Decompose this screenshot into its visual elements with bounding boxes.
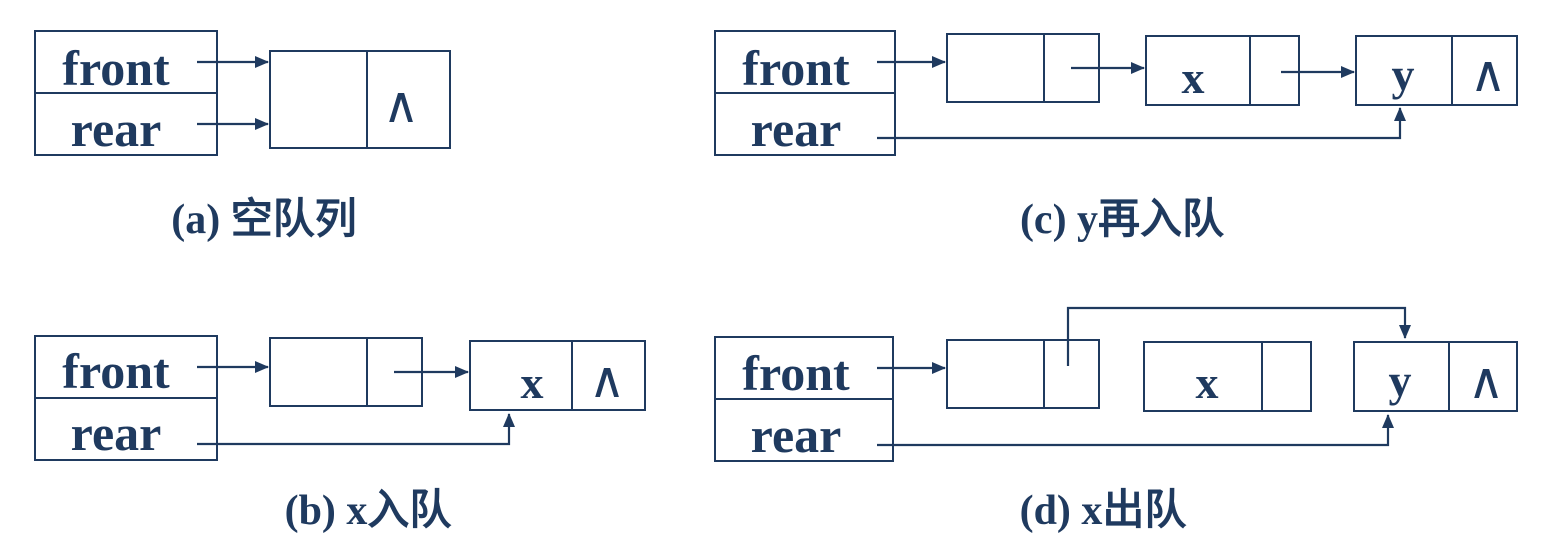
rear-cell <box>714 398 894 462</box>
panel-a: front rear ∧ (a) 空队列 <box>34 30 451 243</box>
pointer-block-b: front rear <box>34 335 218 461</box>
node-y-c: y ∧ <box>1355 35 1518 106</box>
caption-d: (d) x出队 <box>1020 487 1188 534</box>
panel-c: front rear x y ∧ (c) y再入队 <box>714 30 1518 243</box>
rear-cell <box>714 92 896 156</box>
node-next-cell <box>1451 35 1518 106</box>
head-node-a: ∧ <box>269 50 451 149</box>
node-next-cell <box>1249 35 1300 106</box>
front-cell <box>34 30 218 94</box>
rear-cell <box>34 397 218 461</box>
node-value: y <box>1389 355 1412 406</box>
node-data-cell <box>946 339 1045 409</box>
panel-b: front rear x ∧ (b) x入队 <box>34 335 646 534</box>
node-value: x <box>1182 52 1205 103</box>
caption-a: (a) 空队列 <box>171 196 356 243</box>
next-arrow-bypass <box>1066 306 1411 366</box>
caption-c: (c) y再入队 <box>1020 196 1225 243</box>
front-cell <box>714 30 896 94</box>
pointer-block-d: front rear <box>714 336 894 463</box>
node-next-cell <box>1043 339 1100 409</box>
caption-b: (b) x入队 <box>285 487 453 534</box>
pointer-block-a: front rear <box>34 30 218 157</box>
null-pointer-symbol: ∧ <box>1468 352 1505 410</box>
node-value: y <box>1392 49 1415 100</box>
node-next-cell <box>1261 341 1312 412</box>
pointer-block-c: front rear <box>714 30 896 157</box>
node-data-cell <box>1353 341 1450 412</box>
node-x-c: x <box>1145 35 1300 106</box>
node-value: x <box>1196 357 1219 408</box>
rear-arrow <box>197 413 515 446</box>
head-node-d <box>946 339 1100 409</box>
rear-arrow <box>877 414 1394 447</box>
rear-label: rear <box>751 407 842 463</box>
front-label: front <box>742 40 850 96</box>
node-data-cell <box>269 337 368 407</box>
node-next-cell <box>1448 341 1518 412</box>
rear-label: rear <box>71 405 162 461</box>
null-pointer-symbol: ∧ <box>589 351 626 409</box>
front-label: front <box>62 40 170 96</box>
front-cell <box>34 335 218 399</box>
node-data-cell <box>469 340 573 411</box>
node-next-cell <box>571 340 646 411</box>
node-data-cell <box>269 50 368 149</box>
node-next-cell <box>366 50 451 149</box>
panel-d: front rear x y ∧ (d) x出队 <box>714 306 1518 534</box>
node-y-d: y ∧ <box>1353 341 1518 412</box>
node-x-b: x ∧ <box>469 340 646 411</box>
null-pointer-symbol: ∧ <box>1470 45 1507 103</box>
node-x-d: x <box>1143 341 1312 412</box>
rear-cell <box>34 92 218 156</box>
rear-arrow <box>877 107 1406 140</box>
node-data-cell <box>1143 341 1263 412</box>
rear-label: rear <box>71 101 162 157</box>
node-value: x <box>521 357 544 408</box>
front-cell <box>714 336 894 400</box>
rear-label: rear <box>751 101 842 157</box>
front-label: front <box>742 345 850 401</box>
node-data-cell <box>946 33 1045 103</box>
front-label: front <box>62 343 170 399</box>
null-pointer-symbol: ∧ <box>383 76 420 134</box>
node-data-cell <box>1145 35 1251 106</box>
